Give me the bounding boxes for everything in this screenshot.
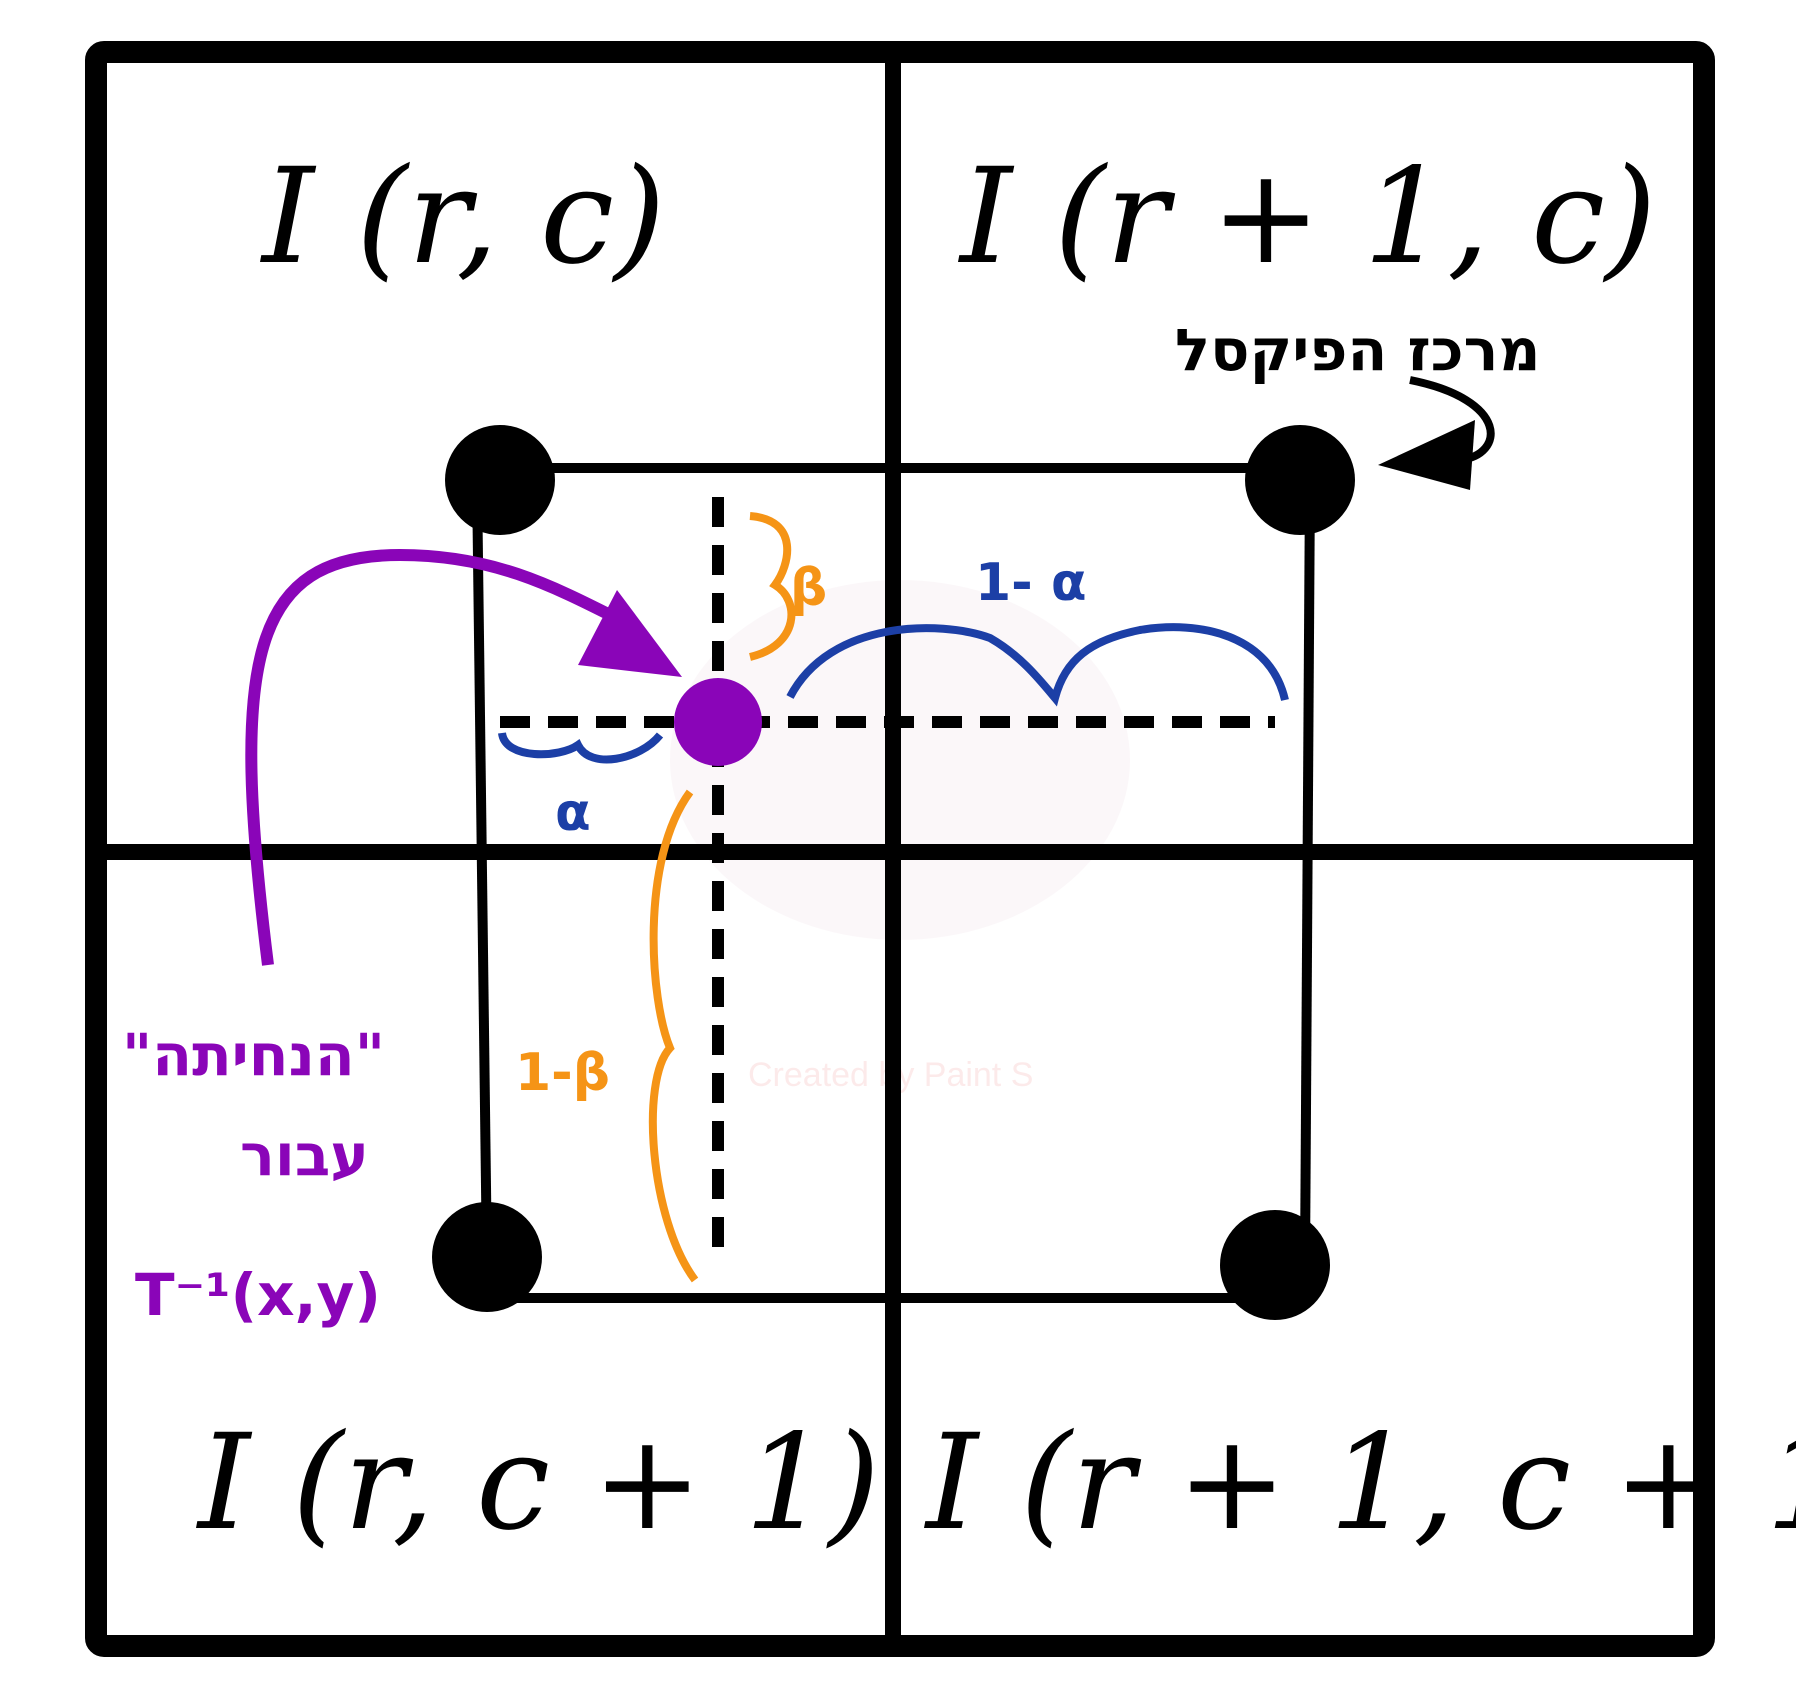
pixel-center-bottom-left xyxy=(432,1202,542,1312)
pixel-center-label: מרכז הפיקסל xyxy=(1175,316,1540,384)
alpha-label: α xyxy=(555,783,591,843)
beta-brace xyxy=(748,512,796,661)
one-minus-alpha-brace xyxy=(786,623,1289,707)
landing-arrowhead-icon xyxy=(578,590,682,677)
landing-label: "הנחיתה" xyxy=(122,1021,385,1089)
one-minus-alpha-label: 1- α xyxy=(975,553,1087,613)
pixel-center-square xyxy=(472,463,1315,1303)
cell-label-bottom-right: I (r + 1, c + 1) xyxy=(924,1406,1796,1560)
one-minus-beta-label: 1-β xyxy=(515,1043,610,1103)
landing-arrow xyxy=(245,548,643,966)
cell-label-top-left: I (r, c) xyxy=(260,140,666,294)
cell-label-bottom-left: I (r, c + 1) xyxy=(196,1406,880,1560)
for-label: עבור xyxy=(240,1121,369,1189)
pixel-center-pointer xyxy=(1409,376,1495,464)
pixel-center-top-left xyxy=(445,425,555,535)
alpha-brace xyxy=(498,731,664,764)
pixel-center-arrowhead-icon xyxy=(1378,420,1475,490)
cell-label-top-right: I (r + 1, c) xyxy=(958,140,1657,294)
inverse-transform-label: T⁻¹(x,y) xyxy=(135,1261,381,1329)
sample-point xyxy=(674,678,762,766)
pixel-center-bottom-right xyxy=(1220,1210,1330,1320)
beta-label: β xyxy=(790,558,827,618)
pixel-center-top-right xyxy=(1245,425,1355,535)
one-minus-beta-brace xyxy=(648,789,699,1283)
